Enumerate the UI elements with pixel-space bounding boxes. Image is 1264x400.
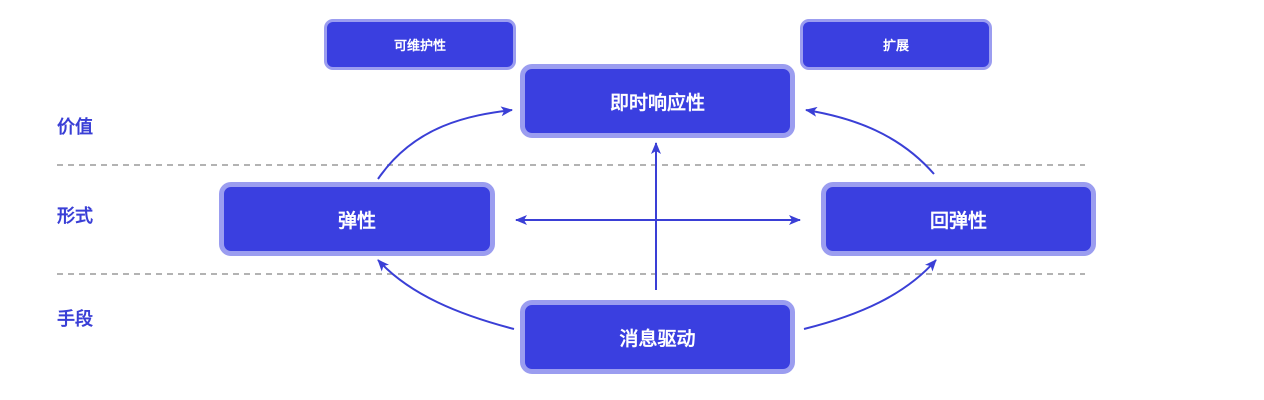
tier-label-value: 价值 xyxy=(57,117,93,138)
node-responsive-label: 即时响应性 xyxy=(609,91,705,114)
node-extension: 扩展 xyxy=(800,19,992,70)
node-maintainability-label: 可维护性 xyxy=(393,39,446,54)
node-resilient: 回弹性 xyxy=(821,182,1096,256)
arrow-elastic-to-responsive xyxy=(377,106,513,180)
node-responsive: 即时响应性 xyxy=(520,64,795,138)
node-maintainability: 可维护性 xyxy=(324,19,516,70)
arrow-resilient-to-responsive xyxy=(805,106,935,175)
node-resilient-label: 回弹性 xyxy=(929,209,987,232)
arrow-message-to-resilient xyxy=(803,259,937,330)
node-extension-label: 扩展 xyxy=(882,39,909,54)
tier-label-form: 形式 xyxy=(57,206,93,227)
node-message-driven: 消息驱动 xyxy=(520,300,795,374)
node-elastic-label: 弹性 xyxy=(337,209,376,232)
tier-label-means: 手段 xyxy=(57,309,93,330)
node-elastic: 弹性 xyxy=(219,182,495,256)
node-message-driven-label: 消息驱动 xyxy=(619,327,696,350)
arrow-message-to-elastic xyxy=(377,259,515,330)
